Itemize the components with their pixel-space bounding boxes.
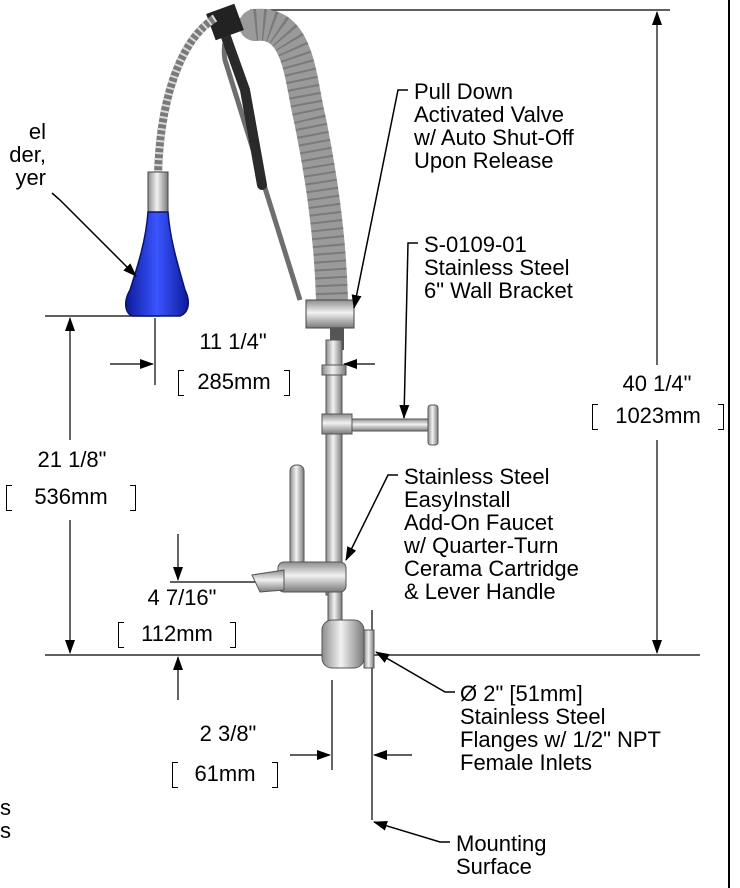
wall-bracket-plate <box>427 404 439 446</box>
dim-mm-text: 1023mm <box>615 403 701 428</box>
dim-offset-inch: 2 3/8" <box>199 721 257 746</box>
callout-line: Cerama Cartridge <box>404 556 579 581</box>
inlet-elbow <box>321 619 365 669</box>
callout-line: w/ Quarter-Turn <box>404 533 559 558</box>
callout-bracket: S-0109-01 Stainless Steel 6" Wall Bracke… <box>424 233 573 302</box>
callout-line: 6" Wall Bracket <box>424 278 573 303</box>
callout-flange: Ø 2" [51mm] Stainless Steel Flanges w/ 1… <box>460 682 661 774</box>
callout-partial-left: s s <box>0 796 11 842</box>
callout-line: EasyInstall <box>404 487 511 512</box>
bracket-right <box>272 762 278 788</box>
column-collar-1 <box>321 364 347 376</box>
dim-faucet-inch: 4 7/16" <box>147 585 217 610</box>
bracket-right <box>130 485 136 511</box>
bracket-right <box>718 404 724 430</box>
callout-surface: Mounting Surface <box>456 832 547 878</box>
callout-valve: Pull Down Activated Valve w/ Auto Shut-O… <box>414 80 574 172</box>
flex-hose <box>154 14 218 176</box>
callout-spray-holder: el der, yer <box>0 120 46 189</box>
callout-line: Stainless Steel <box>404 464 550 489</box>
callout-line: & Lever Handle <box>404 579 556 604</box>
dim-offset-mm: 61mm <box>172 761 278 788</box>
dim-spray-mm: 536mm <box>6 484 136 511</box>
callout-line: s <box>0 818 11 843</box>
callout-line: Mounting <box>456 831 547 856</box>
inlet-pipe <box>327 591 343 623</box>
valve-body <box>305 299 355 329</box>
callout-line: der, <box>9 142 46 167</box>
wall-bracket-tee <box>321 413 353 435</box>
callout-line: Add-On Faucet <box>404 510 554 535</box>
callout-line: Upon Release <box>414 148 554 173</box>
callout-line: Stainless Steel <box>424 255 570 280</box>
arm-clamp <box>206 3 244 41</box>
callout-line: s <box>0 795 11 820</box>
callout-line: Pull Down <box>414 79 514 104</box>
dim-mm-text: 112mm <box>141 621 213 646</box>
spray-arm <box>215 15 267 190</box>
callout-line: Ø 2" [51mm] <box>460 681 583 706</box>
bracket-left <box>172 762 178 788</box>
dim-height-mm: 1023mm <box>592 403 724 430</box>
faucet-body <box>277 561 347 593</box>
callout-faucet: Stainless Steel EasyInstall Add-On Fauce… <box>404 465 579 603</box>
dim-reach-mm: 285mm <box>178 369 290 396</box>
callout-line: Surface <box>456 854 532 879</box>
hose-coil-ribs <box>253 8 348 301</box>
spray-coupling <box>147 171 169 213</box>
callout-line: yer <box>15 165 46 190</box>
dim-faucet-mm: 112mm <box>118 621 236 648</box>
leader-flange <box>375 651 455 693</box>
faucet-spout <box>289 464 305 576</box>
leader-faucet <box>345 474 398 561</box>
callout-line: S-0109-01 <box>424 232 527 257</box>
bracket-right <box>284 370 290 396</box>
riser-column <box>325 339 343 596</box>
bracket-left <box>178 370 184 396</box>
flange <box>363 629 375 669</box>
lever-handle <box>251 569 285 593</box>
bracket-left <box>592 404 598 430</box>
leader-spray <box>51 192 137 277</box>
callout-line: Flanges w/ 1/2" NPT <box>460 727 661 752</box>
dim-mm-text: 61mm <box>194 761 256 786</box>
leader-bracket <box>399 242 418 419</box>
callout-line: w/ Auto Shut-Off <box>414 125 574 150</box>
dim-mm-text: 285mm <box>197 369 271 394</box>
dim-mm-text: 536mm <box>34 484 108 509</box>
leader-valve <box>351 89 408 309</box>
dim-height-inch: 40 1/4" <box>622 371 692 396</box>
spray-head <box>125 211 190 317</box>
dim-reach-inch: 11 1/4" <box>199 329 267 354</box>
callout-line: Female Inlets <box>460 750 593 775</box>
callout-line: Stainless Steel <box>460 704 606 729</box>
callout-line: el <box>28 119 46 144</box>
callout-line: Activated Valve <box>414 102 565 127</box>
leader-surface <box>373 820 450 843</box>
flex-hose-ribs <box>154 14 218 176</box>
bracket-left <box>6 485 12 511</box>
bracket-right <box>230 622 236 648</box>
dim-spray-inch: 21 1/8" <box>37 447 107 472</box>
bracket-left <box>118 622 124 648</box>
